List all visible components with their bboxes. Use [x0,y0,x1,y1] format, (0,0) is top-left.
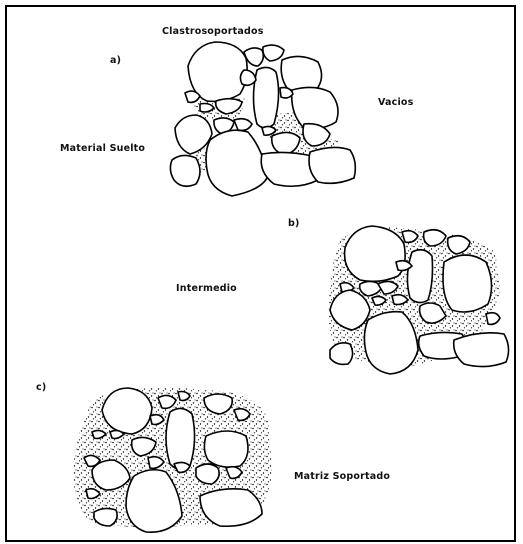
clast [206,130,268,196]
label-material-suelto: Material Suelto [60,143,145,154]
clast [234,119,252,131]
clast [407,250,432,303]
clast [254,67,279,128]
clast [196,464,219,484]
clast [204,431,248,467]
label-matriz-soportado: Matriz Soportado [294,471,390,482]
clast [454,333,509,367]
clast [345,226,406,281]
label-vacios: Vacios [378,97,414,108]
clast [170,155,200,186]
clast [240,70,256,85]
clast [178,392,190,401]
panel-c-matrix-supported [73,388,272,532]
clast [166,408,195,469]
label-intermedio: Intermedio [176,283,237,294]
label-a: a) [110,55,121,66]
clast [200,104,214,113]
clast [309,147,355,183]
clast [443,255,492,312]
label-clastrosoportados: Clastrosoportados [162,26,264,37]
panel-a-clast-supported [170,42,355,196]
clast [364,312,418,374]
label-b: b) [288,218,300,229]
clast [263,45,284,61]
clast [330,343,353,365]
clast [94,508,117,526]
panel-b-intermediate [328,226,508,374]
label-c: c) [36,382,46,393]
clast [486,313,500,325]
clast [292,87,338,128]
